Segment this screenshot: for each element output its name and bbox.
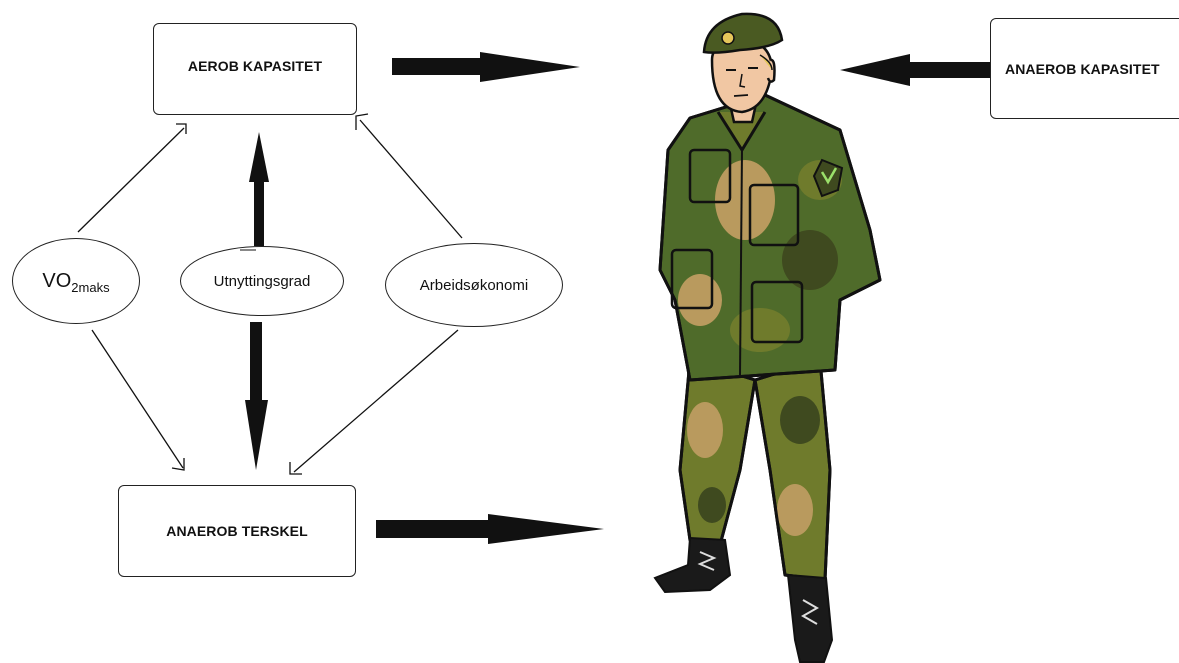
arrow-vo2-to-terskel (91, 329, 185, 471)
vo2-sub-label: 2maks (71, 279, 110, 295)
arrow-aerob-to-soldier (392, 52, 580, 82)
utnyttingsgrad-label: Utnyttingsgrad (213, 272, 311, 290)
soldier-jacket (658, 93, 882, 382)
arbeidsokonomi-oval: Arbeidsøkonomi (385, 243, 563, 327)
utnyttingsgrad-oval: Utnyttingsgrad (180, 246, 344, 316)
arrow-utnytting-up (240, 132, 269, 251)
anaerob-kapasitet-label: ANAEROB KAPASITET (1005, 60, 1160, 77)
vo2-main-label: VO (42, 269, 72, 292)
arrow-utnytting-down (245, 322, 268, 470)
aerob-kapasitet-box: AEROB KAPASITET (153, 23, 357, 115)
arrow-arbeid-to-terskel (289, 329, 459, 475)
anaerob-terskel-box: ANAEROB TERSKEL (118, 485, 356, 577)
arbeidsokonomi-label: Arbeidsøkonomi (419, 276, 529, 294)
soldier-legs (678, 358, 832, 582)
arrow-vo2-to-aerob (77, 123, 187, 233)
soldier-head (710, 38, 776, 124)
shoulder-badge-icon (812, 158, 844, 198)
arrow-anaerob-kapasitet-to-soldier (840, 54, 990, 86)
anaerob-terskel-label: ANAEROB TERSKEL (166, 523, 308, 539)
soldier-boots (653, 536, 834, 663)
anaerob-kapasitet-box: ANAEROB KAPASITET (990, 18, 1179, 119)
arrow-arbeid-to-aerob (355, 113, 463, 239)
aerob-kapasitet-label: AEROB KAPASITET (187, 58, 323, 74)
beret-icon (702, 12, 784, 54)
arrow-terskel-to-soldier (376, 514, 604, 544)
